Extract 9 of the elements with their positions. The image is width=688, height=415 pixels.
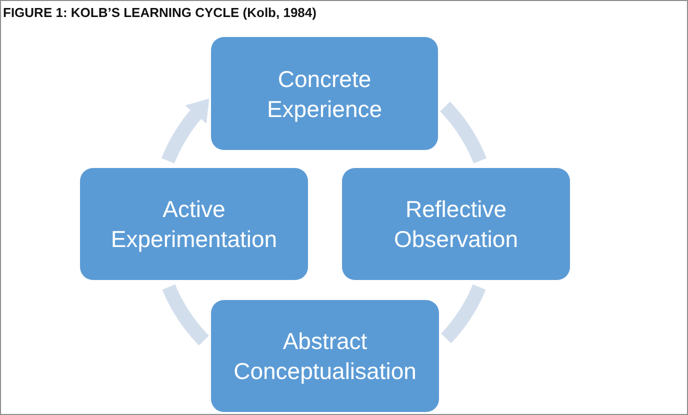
stage-box (80, 168, 308, 280)
stage-box (211, 300, 439, 412)
stage-box (211, 37, 438, 150)
stage-label: Abstract Conceptualisation (232, 327, 418, 386)
stage-label: Reflective Observation (392, 195, 519, 254)
stage-label: Concrete Experience (266, 64, 384, 124)
figure-title: FIGURE 1: KOLB’S LEARNING CYCLE (Kolb, 1984) (3, 5, 316, 20)
stage-label: Active Experimentation (110, 195, 278, 254)
stage-box (342, 168, 570, 280)
